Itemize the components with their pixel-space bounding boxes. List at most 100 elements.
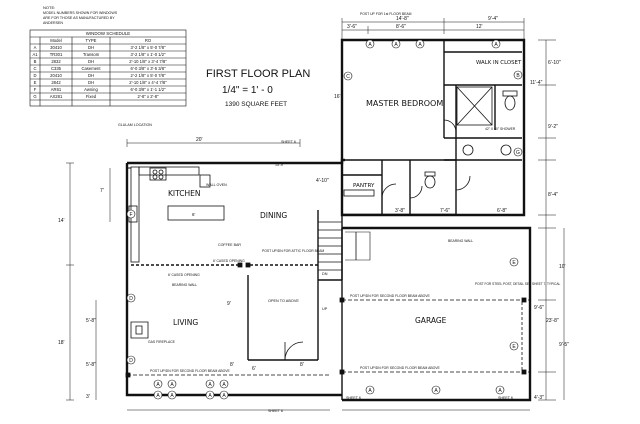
room-master-bedroom: MASTER BEDROOM: [366, 99, 443, 108]
callout-post-second-beam-3: POST UP/DN FOR SECOND FLOOR BEAM ABOVE: [150, 369, 231, 373]
schedule-row-ro: 2'-10 1/8" x 3'-4 7/8": [129, 59, 167, 64]
stair-dn: DN: [322, 272, 328, 276]
schedule-row-type: Fixed: [86, 94, 97, 99]
callout-post-second-beam-1: POST UP/DN FOR SECOND FLOOR BEAM ABOVE: [350, 294, 431, 298]
svg-text:A: A: [494, 42, 498, 48]
dim-text: 3'-6": [347, 24, 357, 30]
schedule-header-ro: RO: [145, 38, 152, 43]
callouts: POST UP FOR 1st FLOOR BEAM GLULAM LOCATI…: [118, 12, 560, 413]
dim-text: 23'-8": [546, 318, 559, 324]
callout-post-steel: POST FOR STEEL POST, DETAIL SEE SHEET 7,…: [475, 282, 560, 286]
schedule-header-type: TYPE: [86, 38, 97, 43]
window-tag-living-bottom-2: A: [167, 379, 177, 389]
callout-shower: 42" X 60" SHOWER: [485, 127, 516, 131]
schedule-row-type: Awning: [84, 87, 98, 92]
room-walk-in-closet: WALK IN CLOSET: [476, 60, 522, 66]
dim-text: 16': [334, 94, 341, 100]
window-tag-master-4: A: [491, 39, 501, 49]
schedule-row-tag: G: [33, 94, 36, 99]
schedule-row-model: AR61: [51, 87, 62, 92]
callout-sheet-4: SHEET 6: [498, 396, 513, 400]
window-tag-bath: G: [513, 147, 523, 157]
window-tag-kitchen: F: [126, 209, 136, 219]
svg-text:A: A: [208, 382, 212, 388]
bath-sink-1: [462, 144, 474, 156]
schedule-row-ro: 3'-2 1/8" x 5'-0 7/8": [130, 45, 166, 50]
schedule-row-type: Casement: [81, 66, 101, 71]
window-tag-living-bottom2-2: A: [167, 390, 177, 400]
window-tag-garage-bottom-2: A: [431, 385, 441, 395]
window-tags: A A A A C B G F D D A A A A A A A A E E …: [126, 39, 523, 400]
schedule-row-type: DH: [88, 80, 94, 85]
kitchen-counter-top: [138, 166, 200, 176]
shower: [456, 86, 493, 126]
dim-text: 8'-6": [396, 24, 406, 30]
svg-text:E: E: [512, 344, 516, 350]
schedule-row-ro: 2'-8" x 2'-8": [137, 94, 159, 99]
callout-post-second-beam-2: POST UP/DN FOR SECOND FLOOR BEAM ABOVE: [360, 366, 441, 370]
window-tag-living-bottom2-3: A: [205, 390, 215, 400]
room-labels: MASTER BEDROOM WALK IN CLOSET PANTRY KIT…: [168, 60, 522, 327]
window-tag-closet: B: [513, 70, 523, 80]
svg-text:A: A: [418, 42, 422, 48]
dim-text: 7'-6": [440, 208, 450, 214]
callout-post-attic: POST UP/DN FOR ATTIC FLOOR BEAM: [262, 249, 324, 253]
svg-text:A: A: [170, 382, 174, 388]
dimension-text: 3'-6" 8'-6" 14'-8" 9'-4" 12' 6'-10" 11'-…: [58, 16, 569, 401]
plan-area: 1390 SQUARE FEET: [225, 101, 287, 108]
dim-text: 9'-6": [534, 305, 544, 311]
plan-title-block: FIRST FLOOR PLAN 1/4" = 1' - 0 1390 SQUA…: [206, 68, 310, 108]
dim-text: 9'-4": [488, 16, 498, 22]
callout-bearing-wall-right: BEARING WALL: [448, 239, 473, 243]
window-tag-garage-2: E: [509, 341, 519, 351]
room-living: LIVING: [173, 318, 198, 327]
dim-text: 9': [227, 301, 231, 307]
dim-text: 8'-4": [548, 192, 558, 198]
callout-island-dim: 6': [192, 212, 195, 217]
window-tag-living-bottom-1: A: [153, 379, 163, 389]
svg-text:A: A: [222, 382, 226, 388]
dim-text: 8': [230, 362, 234, 368]
schedule-row-ro: 6'-0 3/8" x 1'-1 1/2": [130, 87, 166, 92]
dim-text: 6'-10": [548, 60, 561, 66]
window-schedule-text: WINDOW SCHEDULE Model TYPE RO A 30410 DH…: [32, 31, 167, 99]
dim-text: 3'-8": [395, 208, 405, 214]
dim-text: 11'-4": [530, 80, 543, 86]
svg-text:E: E: [512, 260, 516, 266]
window-tag-living-bottom2-1: A: [153, 390, 163, 400]
plan-scale: 1/4" = 1' - 0: [222, 85, 273, 96]
callout-bearing-wall-left: BEARING WALL: [172, 283, 197, 287]
svg-text:F: F: [129, 212, 132, 218]
plan-title: FIRST FLOOR PLAN: [206, 68, 310, 80]
room-garage: GARAGE: [415, 316, 447, 325]
dim-text: 12': [476, 24, 483, 30]
schedule-row-tag: B: [34, 59, 37, 64]
schedule-row-type: DH: [88, 59, 94, 64]
schedule-row-type: DH: [88, 73, 94, 78]
schedule-row-model: 2842: [51, 80, 61, 85]
window-schedule-table: [29, 29, 187, 107]
window-tag-master-2: A: [391, 39, 401, 49]
stair-dim: 15'-9: [275, 163, 283, 167]
svg-text:G: G: [516, 150, 520, 156]
schedule-row-tag: F: [34, 87, 37, 92]
schedule-row-tag: A1: [32, 52, 38, 57]
fireplace: [130, 321, 149, 339]
toilet: [504, 95, 516, 111]
schedule-row-type: DH: [88, 45, 94, 50]
window-tag-master-3: A: [415, 39, 425, 49]
cooktop: [149, 167, 167, 181]
schedule-row-model: 30410: [50, 45, 62, 50]
window-tag-living-bottom2-4: A: [219, 390, 229, 400]
schedule-row-ro: 2'-2 1/8" x 5'-0 7/8": [130, 73, 166, 78]
svg-text:A: A: [156, 393, 160, 399]
svg-text:A: A: [156, 382, 160, 388]
svg-text:A: A: [498, 388, 502, 394]
stair-up: UP: [322, 307, 328, 311]
callout-sheet: SHEET 6: [281, 140, 296, 144]
callout-sheet-3: SHEET 6: [346, 396, 361, 400]
schedule-title: WINDOW SCHEDULE: [86, 31, 130, 36]
dim-text: 3': [86, 394, 90, 400]
schedule-row-model: C335: [51, 66, 62, 71]
